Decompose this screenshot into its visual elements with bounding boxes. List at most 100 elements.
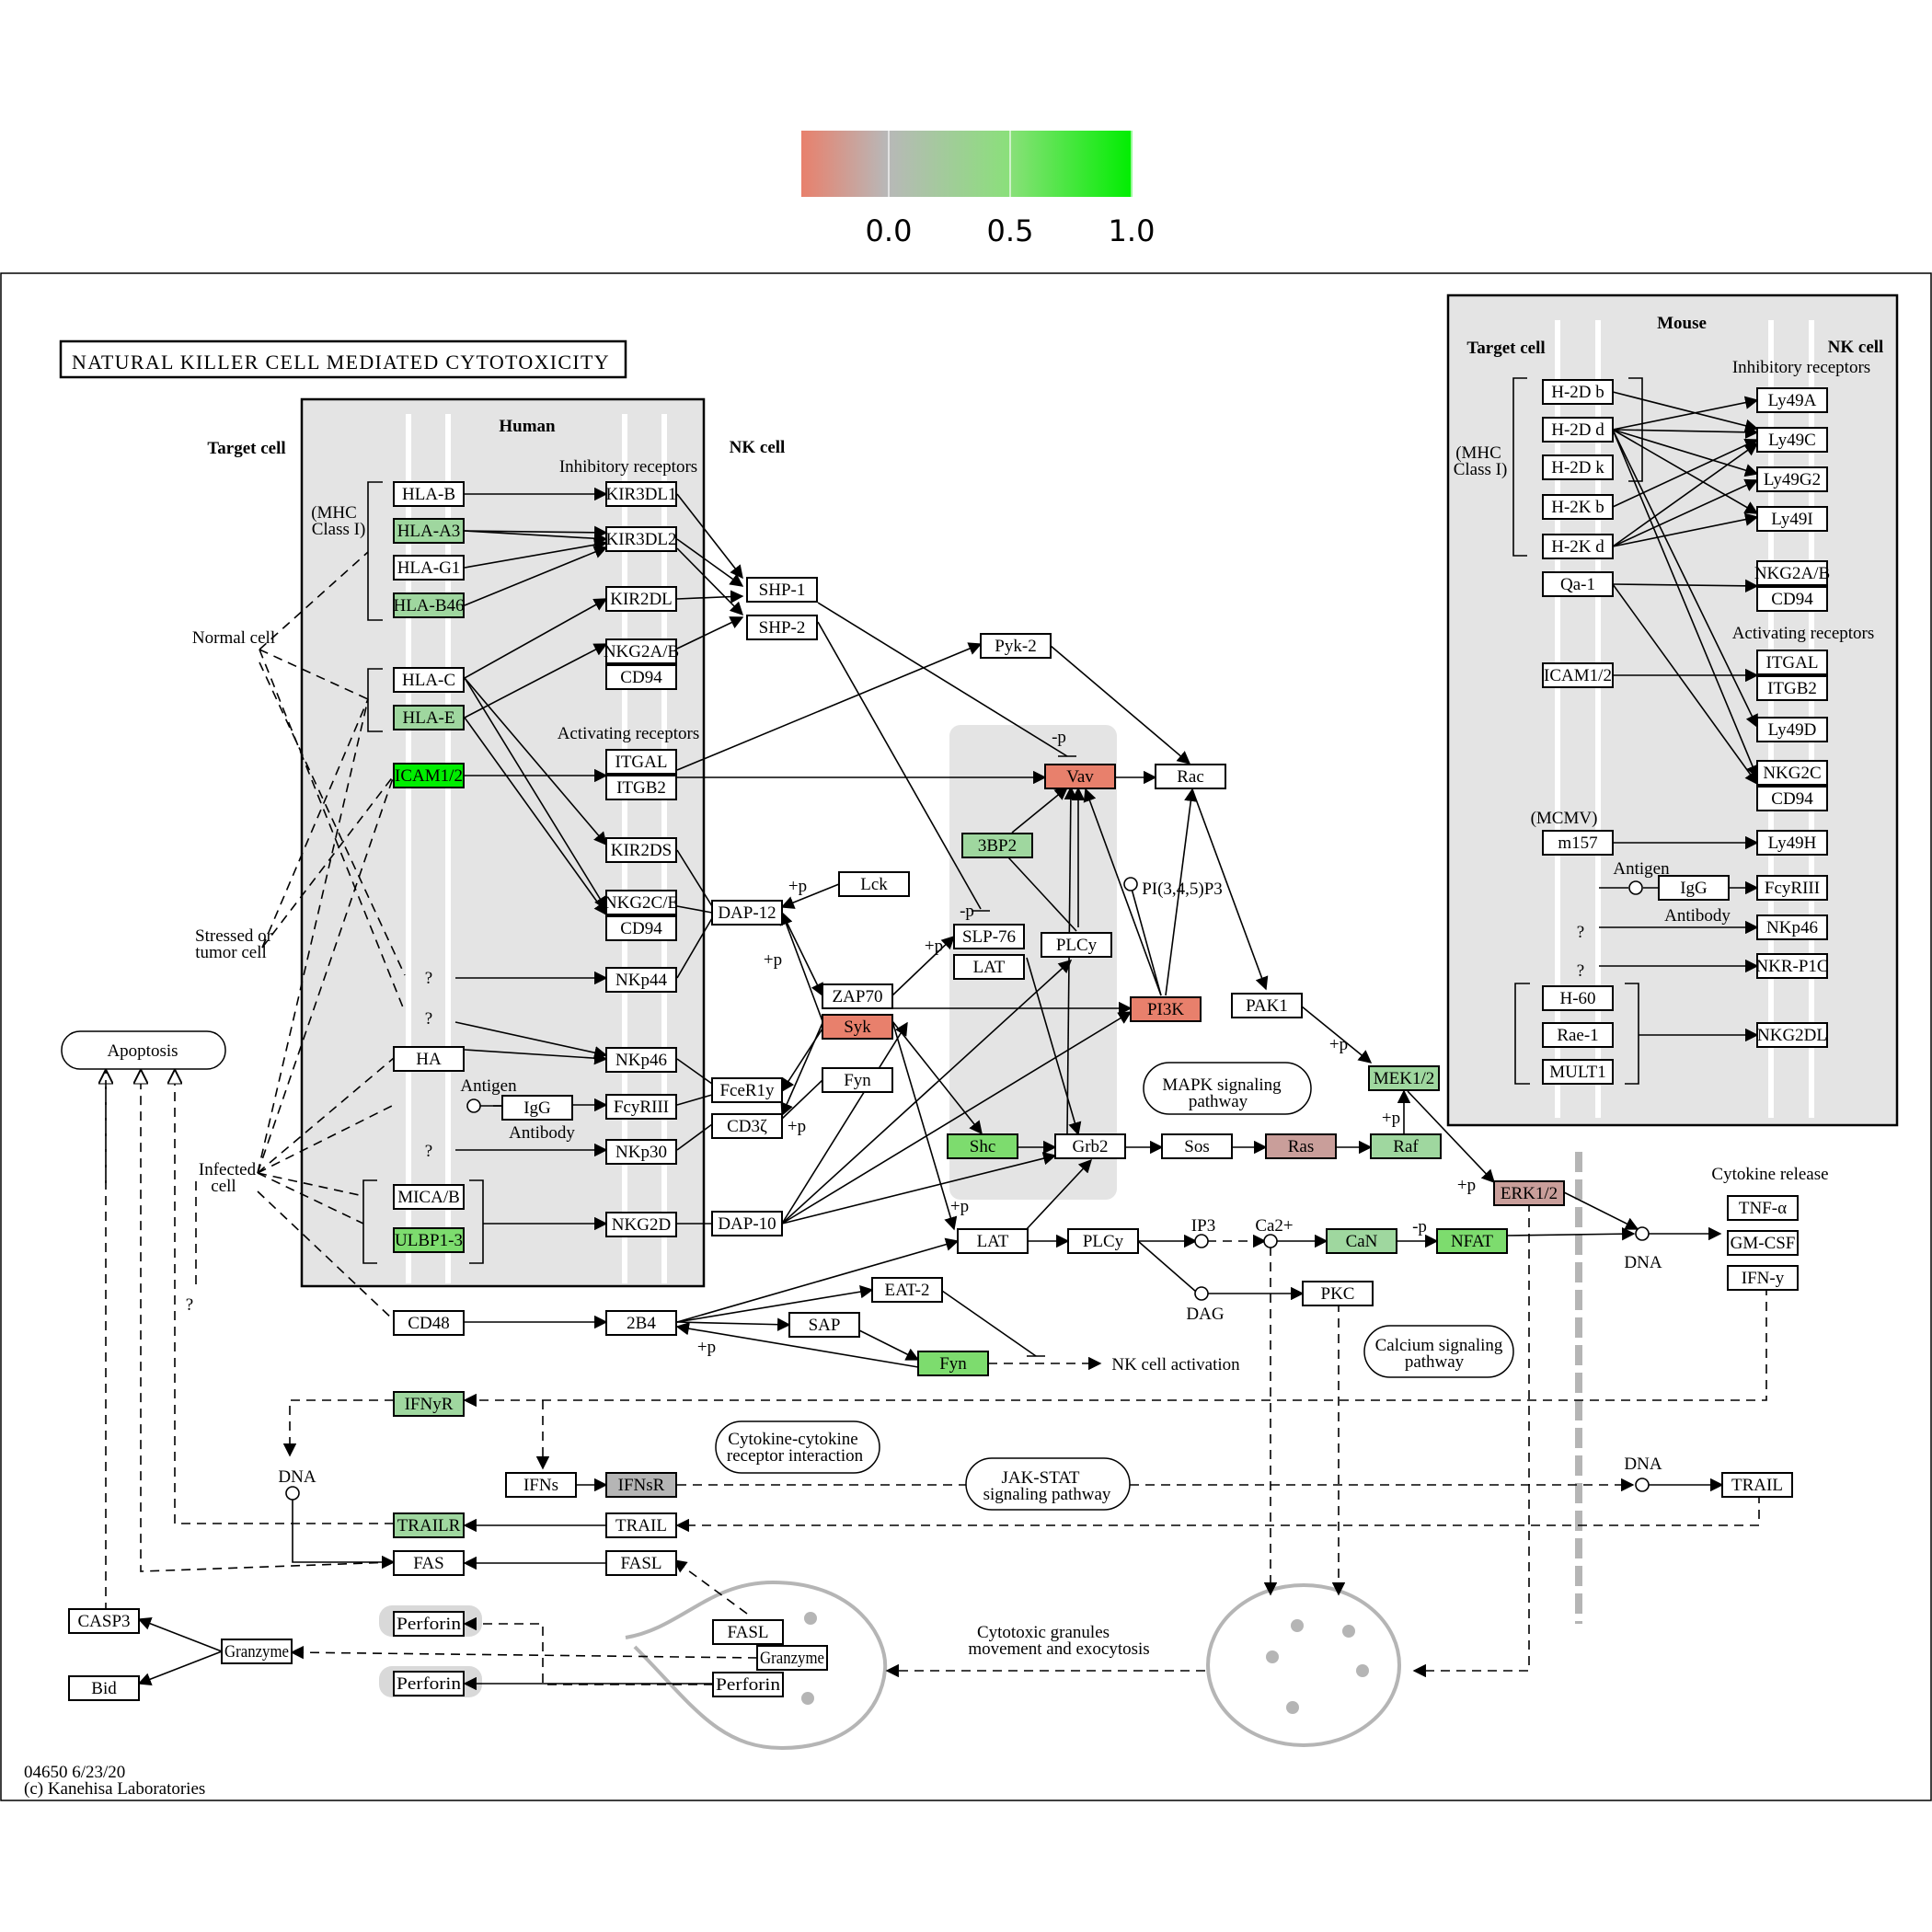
gene-box[interactable] — [822, 1014, 893, 1040]
gene-node-eat2[interactable]: EAT-2 — [871, 1277, 943, 1303]
gene-box[interactable] — [605, 638, 677, 664]
gene-node-can[interactable]: CaN — [1326, 1228, 1397, 1254]
gene-node-fasl2[interactable]: FASL — [712, 1619, 784, 1645]
gene-node-h2kb[interactable]: H-2K b — [1542, 494, 1614, 520]
gene-node-lck[interactable]: Lck — [838, 871, 910, 897]
gene-box[interactable] — [953, 924, 1025, 949]
gene-box[interactable] — [605, 890, 677, 915]
gene-node-ha[interactable]: HA — [393, 1046, 465, 1072]
gene-node-perf1[interactable]: Perforin — [393, 1611, 465, 1637]
gene-box[interactable] — [393, 1550, 465, 1576]
gene-node-iggm[interactable]: IgG — [1658, 875, 1730, 901]
gene-box[interactable] — [1326, 1228, 1397, 1254]
gene-box[interactable] — [980, 633, 1052, 659]
gene-box[interactable] — [605, 526, 677, 552]
gene-node-pak1[interactable]: PAK1 — [1231, 993, 1303, 1018]
gene-box[interactable] — [746, 577, 818, 603]
gene-node-icam12m[interactable]: ICAM1/2 — [1542, 662, 1614, 688]
gene-box[interactable] — [838, 871, 910, 897]
gene-box[interactable] — [605, 1047, 677, 1073]
gene-node-granz1[interactable]: Granzyme — [221, 1639, 293, 1664]
gene-box[interactable] — [1161, 1133, 1233, 1159]
gene-node-cd3z[interactable]: CD3ζ — [711, 1113, 783, 1139]
gene-node-plcy2[interactable]: PLCy — [1067, 1228, 1139, 1254]
gene-node-fcyriii[interactable]: FcyRIII — [605, 1094, 677, 1120]
gene-box[interactable] — [1756, 717, 1828, 742]
gene-box[interactable] — [393, 518, 465, 544]
gene-node-ifny[interactable]: IFN-y — [1727, 1265, 1799, 1291]
gene-node-ifnyr[interactable]: IFNyR — [393, 1391, 465, 1417]
gene-box[interactable] — [1542, 985, 1614, 1011]
gene-box[interactable] — [1756, 1022, 1828, 1048]
gene-node-itgalm[interactable]: ITGAL — [1756, 650, 1828, 675]
gene-box[interactable] — [605, 1139, 677, 1165]
gene-box[interactable] — [605, 586, 677, 612]
gene-box[interactable] — [711, 1113, 783, 1139]
gene-box[interactable] — [756, 1645, 828, 1671]
gene-box[interactable] — [1542, 1022, 1614, 1048]
gene-node-rac[interactable]: Rac — [1155, 764, 1226, 789]
gene-box[interactable] — [1542, 379, 1614, 405]
gene-box[interactable] — [393, 481, 465, 507]
gene-box[interactable] — [1756, 560, 1828, 586]
gene-box[interactable] — [1756, 387, 1828, 413]
gene-node-nkp30[interactable]: NKp30 — [605, 1139, 677, 1165]
gene-node-h2dd[interactable]: H-2D d — [1542, 417, 1614, 443]
gene-box[interactable] — [1542, 830, 1614, 856]
gene-node-3bp2[interactable]: 3BP2 — [961, 833, 1033, 858]
gene-node-nkp46[interactable]: NKp46 — [605, 1047, 677, 1073]
gene-node-h2kd[interactable]: H-2K d — [1542, 534, 1614, 559]
gene-node-grb2[interactable]: Grb2 — [1054, 1133, 1126, 1159]
gene-box[interactable] — [1370, 1133, 1442, 1159]
gene-box[interactable] — [711, 900, 783, 926]
gene-box[interactable] — [1542, 1059, 1614, 1085]
gene-node-trailr[interactable]: TRAILR — [393, 1512, 465, 1538]
gene-box[interactable] — [1756, 466, 1828, 492]
gene-box[interactable] — [1265, 1133, 1337, 1159]
gene-box[interactable] — [953, 954, 1025, 980]
gene-box[interactable] — [605, 775, 677, 800]
gene-node-dap12[interactable]: DAP-12 — [711, 900, 783, 926]
gene-node-cd94b[interactable]: CD94 — [605, 915, 677, 941]
gene-node-h2db[interactable]: H-2D b — [1542, 379, 1614, 405]
gene-box[interactable] — [1756, 506, 1828, 532]
gene-node-kir3dl1[interactable]: KIR3DL1 — [605, 481, 677, 507]
gene-box[interactable] — [947, 1133, 1018, 1159]
gene-node-raf[interactable]: Raf — [1370, 1133, 1442, 1159]
gene-node-ly49g2[interactable]: Ly49G2 — [1756, 466, 1828, 492]
gene-node-shp2[interactable]: SHP-2 — [746, 615, 818, 640]
gene-node-nkg2cm[interactable]: NKG2C — [1756, 760, 1828, 786]
gene-node-ly49c[interactable]: Ly49C — [1756, 427, 1828, 453]
gene-node-lat2[interactable]: LAT — [957, 1228, 1029, 1254]
gene-node-zap70[interactable]: ZAP70 — [822, 983, 893, 1009]
gene-node-ulbp[interactable]: ULBP1-3 — [393, 1227, 465, 1253]
gene-node-sos[interactable]: Sos — [1161, 1133, 1233, 1159]
gene-node-nkg2ab[interactable]: NKG2A/B — [604, 638, 679, 664]
gene-box[interactable] — [393, 667, 465, 693]
gene-node-fyn2[interactable]: Fyn — [917, 1351, 989, 1376]
gene-box[interactable] — [393, 1046, 465, 1072]
gene-node-icam12[interactable]: ICAM1/2 — [393, 763, 465, 788]
gene-box[interactable] — [1756, 953, 1828, 979]
gene-node-granz2[interactable]: Granzyme — [756, 1645, 828, 1671]
gene-box[interactable] — [605, 837, 677, 863]
gene-box[interactable] — [501, 1095, 573, 1121]
gene-node-fasl1[interactable]: FASL — [605, 1550, 677, 1576]
gene-node-tnfa[interactable]: TNF-α — [1727, 1195, 1799, 1221]
gene-box[interactable] — [221, 1639, 293, 1664]
gene-node-kir3dl2[interactable]: KIR3DL2 — [605, 526, 677, 552]
gene-box[interactable] — [605, 1310, 677, 1336]
gene-node-ly49h[interactable]: Ly49H — [1756, 830, 1828, 856]
gene-box[interactable] — [1067, 1228, 1139, 1254]
gene-box[interactable] — [605, 664, 677, 690]
gene-box[interactable] — [605, 481, 677, 507]
gene-box[interactable] — [393, 1671, 465, 1696]
gene-node-itgal[interactable]: ITGAL — [605, 749, 677, 775]
gene-box[interactable] — [1542, 417, 1614, 443]
gene-node-pi3k[interactable]: PI3K — [1130, 996, 1202, 1022]
gene-node-m157[interactable]: m157 — [1542, 830, 1614, 856]
gene-node-ly49d[interactable]: Ly49D — [1756, 717, 1828, 742]
gene-node-ly49a[interactable]: Ly49A — [1756, 387, 1828, 413]
gene-node-h60[interactable]: H-60 — [1542, 985, 1614, 1011]
gene-box[interactable] — [1542, 494, 1614, 520]
